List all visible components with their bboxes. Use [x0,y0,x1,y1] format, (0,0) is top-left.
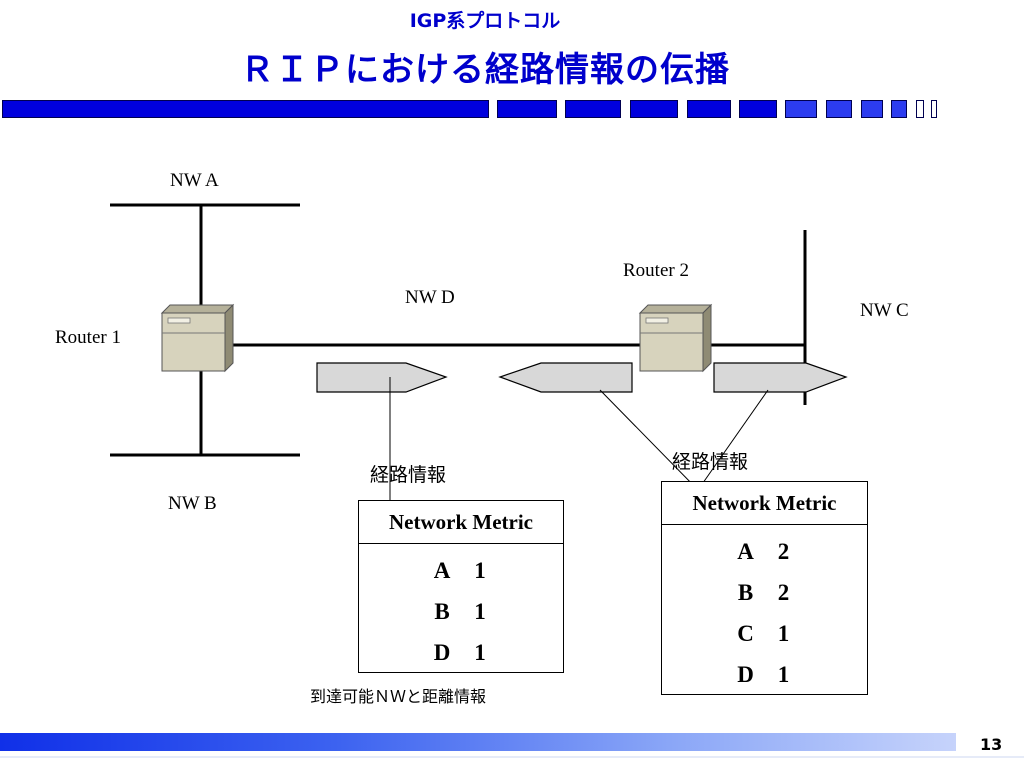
route-info-label-left: 経路情報 [370,464,447,486]
header-bar-segment [2,100,489,118]
arrow-right-packet-icon [316,362,448,393]
slide-subtitle: IGP系プロトコル [409,10,561,32]
table-cell-network: B [434,599,450,624]
table-caption: 到達可能ＮＷと距離情報 [310,687,487,706]
table-cell-metric: 1 [474,558,486,583]
page-number: 13 [980,735,1003,754]
nw-a-label: NW A [170,170,219,191]
table-cell-metric: 2 [777,580,790,605]
table-cell-metric: 1 [474,599,486,624]
callout-line-right-b [697,389,769,491]
table-cell-network: C [737,621,754,646]
table-cell-metric: 1 [777,662,790,687]
header-bar-segment [861,100,883,118]
nw-d-label: NW D [405,287,455,308]
table-cell-network: D [737,662,754,687]
header-bar-segment [785,100,817,118]
header-bar-segment [497,100,557,118]
header-bar-segment [687,100,731,118]
table-cell-metric: 2 [777,539,790,564]
table-cell-network: D [433,640,451,665]
table-header: Network Metric [359,501,563,544]
table-cell-metric: 1 [474,640,486,665]
nw-b-label: NW B [168,493,217,514]
table-cell-network: B [737,580,754,605]
table-cell-network: A [433,558,451,583]
header-bar-segment [826,100,852,118]
header-bar-segment [739,100,777,118]
callout-line-right-a [599,389,699,491]
router2-label: Router 2 [623,260,689,281]
router2-icon [638,303,713,373]
table-cell-metric: 1 [777,621,790,646]
route-info-label-right: 経路情報 [672,451,749,473]
router1-label: Router 1 [55,327,121,348]
table-cell-network: A [737,539,754,564]
header-bar-segment [630,100,678,118]
arrow-right-packet-icon [713,362,848,393]
table-header: Network Metric [662,482,867,525]
arrow-left-packet-icon [498,362,633,393]
header-bar-segment [565,100,621,118]
slide-title: ＲＩＰにおける経路情報の伝播 [240,50,730,90]
footer-divider [0,756,1024,758]
footer-bar [0,733,956,751]
header-bar-segment [891,100,907,118]
header-bar-segment [931,100,937,118]
router1-icon [160,303,235,373]
header-bar-segment [916,100,924,118]
nw-c-label: NW C [860,300,909,321]
